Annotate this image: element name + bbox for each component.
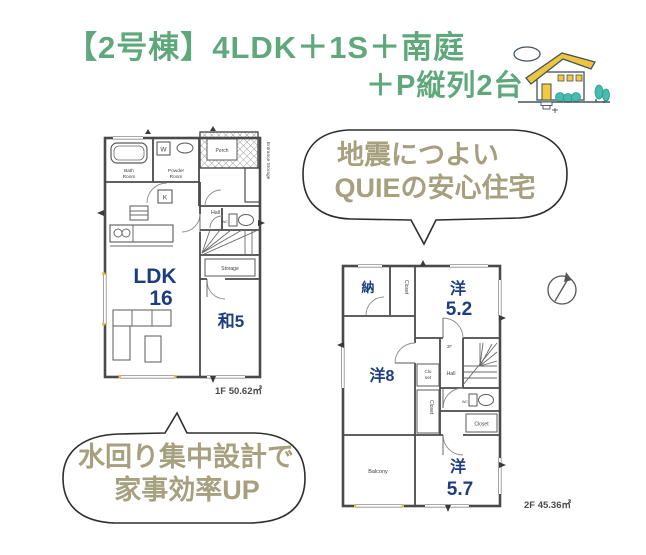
closet-small-box <box>416 363 440 387</box>
label-closet-top: Closet <box>403 280 409 295</box>
outer-wall-1f <box>103 136 262 379</box>
label-wc-2f: WC <box>462 400 468 404</box>
label-clo-2: set <box>425 375 432 380</box>
closet-mid-box <box>416 389 440 434</box>
area-label-2f: 2F 45.36㎡ <box>524 499 571 511</box>
kitchen-k-box <box>157 189 173 204</box>
toilet-icon-1f <box>228 213 254 227</box>
bubble-quake-line1: 地震につよい <box>337 140 499 170</box>
windows-1f <box>102 135 245 380</box>
room-label-yo8: 洋8 <box>370 366 395 385</box>
page-title: 【2号棟】4LDK＋1S＋南庭 <box>66 30 466 65</box>
house-icon <box>513 46 610 113</box>
bathtub-icon <box>110 142 148 164</box>
washer-icon <box>156 141 171 156</box>
label-storage: Storage <box>221 266 239 272</box>
label-floor-mark: 2F <box>447 344 452 349</box>
door-arcs-1f <box>146 182 226 300</box>
door-arcs-2f <box>365 296 464 456</box>
north-compass-icon <box>547 272 577 305</box>
label-entrance-storage: Entrance Storage <box>265 142 271 180</box>
floor-plan-2f: Closet Clo set Closet Closet Hall 2F WC <box>337 260 577 512</box>
label-porch: Porch <box>215 148 228 154</box>
label-kitchen-k: K <box>163 195 168 202</box>
storage-box <box>204 258 256 277</box>
label-hall-1f: Hall <box>211 210 220 216</box>
house-body <box>525 52 596 101</box>
sink-icon <box>176 142 194 154</box>
label-closet-br: Closet <box>474 422 489 428</box>
stairs-2f <box>462 342 498 386</box>
label-bath-2: Room <box>123 174 136 180</box>
label-clo-1: Clo <box>425 369 432 374</box>
closet-br-box <box>465 413 498 433</box>
floor-plan-1f: Porch Entrance Storage Bath Room <box>97 126 271 397</box>
room-label-ldk-size: 16 <box>149 287 172 310</box>
bubble-water-line1: 水回り集中設計で <box>78 441 294 472</box>
room-label-nou: 納 <box>361 280 374 295</box>
label-powder-2: Room <box>170 174 183 180</box>
bubble-water-line2: 家事効率UP <box>114 474 260 505</box>
room-label-yo57-kanji: 洋 <box>450 457 466 476</box>
speech-bubble-quake: 地震につよい QUIEの安心住宅 <box>302 129 568 246</box>
cloud-icon <box>513 46 541 62</box>
wall-marks-2f <box>337 260 506 512</box>
room-label-yo52-num: 5.2 <box>446 299 472 320</box>
stairs-1f <box>201 229 259 256</box>
toilet-icon-2f <box>468 393 494 407</box>
bubble-quake-line2: QUIEの安心住宅 <box>334 172 535 203</box>
fridge-icon <box>129 205 149 221</box>
label-balcony: Balcony <box>368 469 388 475</box>
room-label-ldk: LDK <box>133 265 176 288</box>
label-bath-1: Bath <box>124 168 134 174</box>
label-hall-2f: Hall <box>447 371 456 377</box>
inner-walls-2f <box>343 266 500 506</box>
house-steps <box>540 101 558 113</box>
inner-walls-1f <box>105 138 261 377</box>
room-label-yo52-kanji: 洋 <box>450 279 466 298</box>
bubble-outline <box>302 129 568 246</box>
room-label-yo57-num: 5.7 <box>447 479 473 500</box>
label-powder-1: Powder <box>168 168 185 174</box>
kitchen-counter <box>109 224 174 247</box>
label-closet-mid: Closet <box>428 400 434 415</box>
ground-line <box>518 99 610 103</box>
sofa-icon <box>112 309 172 363</box>
bubble-outline <box>62 411 306 524</box>
room-label-washitsu: 和5 <box>218 312 244 331</box>
page-subtitle: ＋P縦列2台 <box>366 70 524 102</box>
area-label-1f: 1F 50.62㎡ <box>215 385 262 397</box>
speech-bubble-water: 水回り集中設計で 家事効率UP <box>62 411 306 524</box>
label-washer: W <box>160 147 167 154</box>
label-wc-1f: WC <box>222 220 228 224</box>
wall-marks-1f <box>97 126 265 383</box>
bushes-icon <box>555 84 610 103</box>
